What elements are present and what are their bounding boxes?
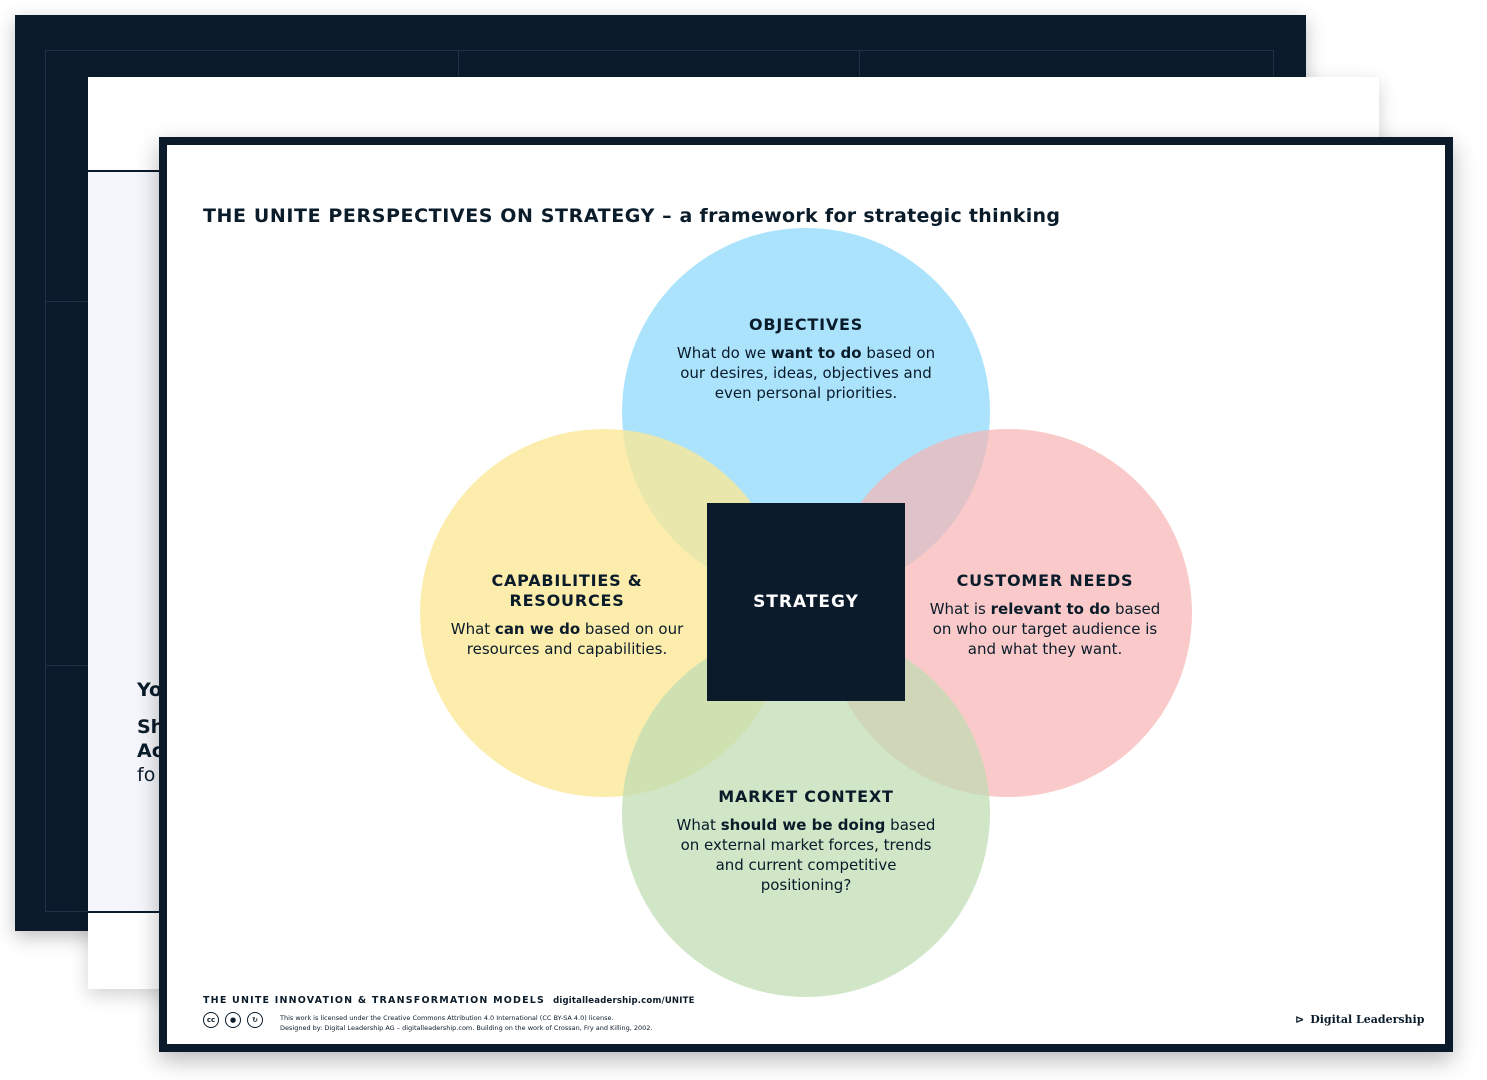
capabilities-text: What [450,620,495,638]
objectives-label: OBJECTIVES What do we want to do based o… [676,315,936,403]
customer-needs-label: CUSTOMER NEEDS What is relevant to do ba… [920,571,1170,659]
footer-credit: Designed by: Digital Leadership AG – dig… [280,1024,653,1032]
footer-series: THE UNITE INNOVATION & TRANSFORMATION MO… [203,995,695,1006]
middle-card-text: Ac [137,740,163,762]
objectives-bold: want to do [770,344,862,362]
cc-icon: cc [203,1012,219,1028]
title-subtitle: a framework for strategic thinking [679,205,1061,227]
sa-icon: ↻ [247,1012,263,1028]
customer-needs-text: What is [929,600,991,618]
market-context-text: What [676,816,721,834]
title-main: THE UNITE PERSPECTIVES ON STRATEGY [203,205,655,227]
title-separator: – [654,205,680,227]
customer-needs-heading: CUSTOMER NEEDS [956,571,1134,590]
market-context-heading: MARKET CONTEXT [718,787,894,806]
capabilities-text-rest: based on our resources and capabilities. [466,620,684,658]
customer-needs-text-rest: based on who our target audience is and … [932,600,1161,658]
capabilities-label: CAPABILITIES & RESOURCES What can we do … [442,571,692,659]
front-card-sheet: THE UNITE PERSPECTIVES ON STRATEGY – a f… [167,145,1445,1044]
license-icons: cc ● ↻ [203,1012,263,1028]
by-icon: ● [225,1012,241,1028]
page-title: THE UNITE PERSPECTIVES ON STRATEGY – a f… [203,205,1060,227]
footer-license: This work is licensed under the Creative… [280,1014,614,1022]
brand-logo: ⊳ Digital Leadership [1295,1013,1424,1026]
objectives-text: What do we [676,344,771,362]
objectives-heading: OBJECTIVES [748,315,864,334]
middle-card-text: Sh [137,716,165,738]
footer-series-title: THE UNITE INNOVATION & TRANSFORMATION MO… [203,995,546,1006]
middle-card-text: Yo [137,679,163,701]
brand-arrow-icon: ⊳ [1295,1013,1305,1026]
middle-card-text: fo [137,764,156,786]
capabilities-heading: CAPABILITIES & RESOURCES [491,571,643,610]
strategy-box: STRATEGY [707,503,905,701]
front-card: THE UNITE PERSPECTIVES ON STRATEGY – a f… [159,137,1453,1052]
market-context-label: MARKET CONTEXT What should we be doing b… [676,787,936,895]
brand-name: Digital Leadership [1310,1013,1425,1026]
market-context-bold: should we be doing [720,816,886,834]
customer-needs-bold: relevant to do [990,600,1111,618]
objectives-text-rest: based on our desires, ideas, objectives … [680,344,936,402]
strategy-label: STRATEGY [753,592,859,612]
footer-url[interactable]: digitalleadership.com/UNITE [553,996,695,1006]
capabilities-bold: can we do [494,620,581,638]
market-context-text-rest: based on external market forces, trends … [680,816,936,894]
